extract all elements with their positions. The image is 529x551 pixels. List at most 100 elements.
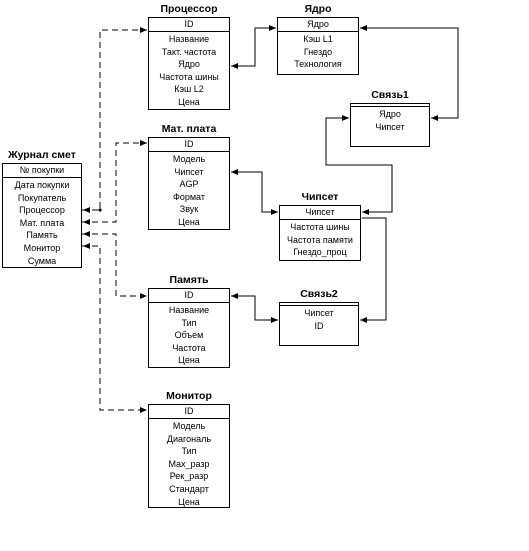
field-cache-l2: Кэш L2 [174, 84, 204, 95]
entity-key: Чипсет [280, 206, 360, 220]
entity-fields: Название Такт. частота Ядро Частота шины… [149, 32, 229, 109]
field-processor: Процессор [19, 205, 65, 216]
link-motherboard-chipset [231, 171, 278, 213]
entity-monitor: Монитор ID Модель Диагональ Тип Max_разр… [148, 390, 230, 508]
entity-key: ID [149, 405, 229, 419]
link-core-link1 [360, 27, 459, 119]
link-link1-chipset [325, 117, 393, 213]
field-purchase-date: Дата покупки [14, 180, 70, 190]
entity-fields: Чипсет ID [280, 306, 358, 332]
field-cpu-socket: Гнездо_проц [293, 247, 347, 258]
arrow-to-motherboard [140, 140, 147, 146]
entity-table: ID Модель Чипсет AGP Формат Звук Цена [148, 137, 230, 230]
entity-fields: Модель Чипсет AGP Формат Звук Цена [149, 152, 229, 229]
field-recommended-resolution: Рек_разр [169, 471, 209, 482]
field-cache-l1: Кэш L1 [303, 34, 333, 44]
entity-title: Связь1 [371, 89, 409, 101]
field-max-resolution: Max_разр [168, 458, 210, 469]
arrow-from-motherboard [83, 219, 90, 225]
entity-title: Монитор [166, 390, 212, 402]
field-core: Ядро [379, 109, 401, 119]
entity-table: № покупки Дата покупки Покупатель Процес… [2, 163, 82, 268]
field-type: Тип [181, 446, 197, 457]
entity-table: Ядро Кэш L1 Гнездо Технология [277, 17, 359, 75]
entity-fields: Частота шины Частота памяти Гнездо_проц [280, 220, 360, 259]
entity-title: Чипсет [301, 191, 339, 203]
arrow-to-processor-core [231, 63, 238, 69]
arrow-to-memory-id [231, 293, 238, 299]
arrow-to-memory [140, 293, 147, 299]
arrow-to-chipset-mb [271, 209, 278, 215]
entity-key: Ядро [278, 18, 358, 32]
link-chipset-link2 [360, 217, 387, 321]
field-name: Название [168, 34, 210, 44]
entity-motherboard: Мат. плата ID Модель Чипсет AGP Формат З… [148, 123, 230, 230]
field-name: Название [168, 305, 210, 315]
entity-table: Чипсет ID [279, 302, 359, 346]
entity-key [280, 303, 358, 306]
field-buyer: Покупатель [17, 192, 67, 203]
arrow-to-processor [140, 27, 147, 33]
entity-table: Ядро Чипсет [350, 103, 430, 147]
field-clock-speed: Такт. частота [161, 46, 217, 57]
field-price: Цена [178, 496, 200, 507]
entity-key: № покупки [3, 164, 81, 178]
field-standard: Стандарт [169, 483, 209, 494]
entity-link2: Связь2 Чипсет ID [279, 288, 359, 346]
entity-title: Журнал смет [8, 149, 76, 161]
arrow-to-link2-chipset [360, 317, 367, 323]
entity-memory: Память ID Название Тип Объем Частота Цен… [148, 274, 230, 368]
arrow-to-motherboard-chipset [231, 169, 238, 175]
field-monitor: Монитор [23, 242, 61, 253]
field-motherboard: Мат. плата [19, 217, 65, 228]
field-frequency: Частота [172, 342, 206, 353]
field-volume: Объем [174, 330, 204, 341]
link-log-processor [82, 29, 147, 211]
entity-chipset: Чипсет Чипсет Частота шины Частота памят… [279, 191, 361, 261]
entity-title: Память [169, 274, 209, 286]
field-technology: Технология [294, 59, 342, 70]
entity-table: Чипсет Частота шины Частота памяти Гнезд… [279, 205, 361, 261]
entity-title: Процессор [160, 3, 218, 15]
arrow-from-memory [83, 231, 90, 237]
entity-fields: Модель Диагональ Тип Max_разр Рек_разр С… [149, 419, 229, 508]
entity-key: ID [149, 138, 229, 152]
arrow-from-monitor [83, 243, 90, 249]
link-log-monitor [82, 245, 147, 411]
field-sum: Сумма [27, 255, 57, 266]
entity-fields: Дата покупки Покупатель Процессор Мат. п… [3, 178, 81, 267]
entity-fields: Кэш L1 Гнездо Технология [278, 32, 358, 71]
entity-title: Ядро [304, 3, 332, 15]
arrow-to-monitor [140, 407, 147, 413]
entity-fields: Ядро Чипсет [351, 107, 429, 133]
arrow-from-processor [83, 207, 90, 213]
entity-purchase-log: Журнал смет № покупки Дата покупки Покуп… [2, 149, 82, 268]
entity-key [351, 104, 429, 107]
field-model: Модель [172, 154, 206, 164]
arrow-to-link1-core [431, 115, 438, 121]
arrow-to-link2-id [271, 317, 278, 323]
field-diagonal: Диагональ [166, 433, 212, 444]
field-price: Цена [178, 216, 200, 227]
entity-core: Ядро Ядро Кэш L1 Гнездо Технология [277, 3, 359, 75]
field-bus-frequency: Частота шины [159, 71, 219, 82]
field-type: Тип [181, 317, 197, 328]
entity-link1: Связь1 Ядро Чипсет [350, 89, 430, 147]
field-price: Цена [178, 96, 200, 107]
field-agp: AGP [179, 179, 199, 190]
arrow-to-link1-chipset [342, 115, 349, 121]
link-log-motherboard [82, 142, 147, 223]
field-model: Модель [172, 421, 206, 431]
field-format: Формат [173, 191, 205, 202]
arrow-to-chipset-link1 [362, 209, 369, 215]
field-id: ID [314, 320, 324, 331]
junction-dot [98, 208, 102, 212]
arrow-to-core-right [360, 25, 367, 31]
field-chipset: Чипсет [174, 166, 204, 177]
entity-table: ID Модель Диагональ Тип Max_разр Рек_раз… [148, 404, 230, 508]
field-core: Ядро [178, 59, 200, 70]
field-socket: Гнездо [303, 46, 333, 57]
field-memory-frequency: Частота памяти [287, 234, 353, 245]
link-processor-core [231, 27, 276, 67]
